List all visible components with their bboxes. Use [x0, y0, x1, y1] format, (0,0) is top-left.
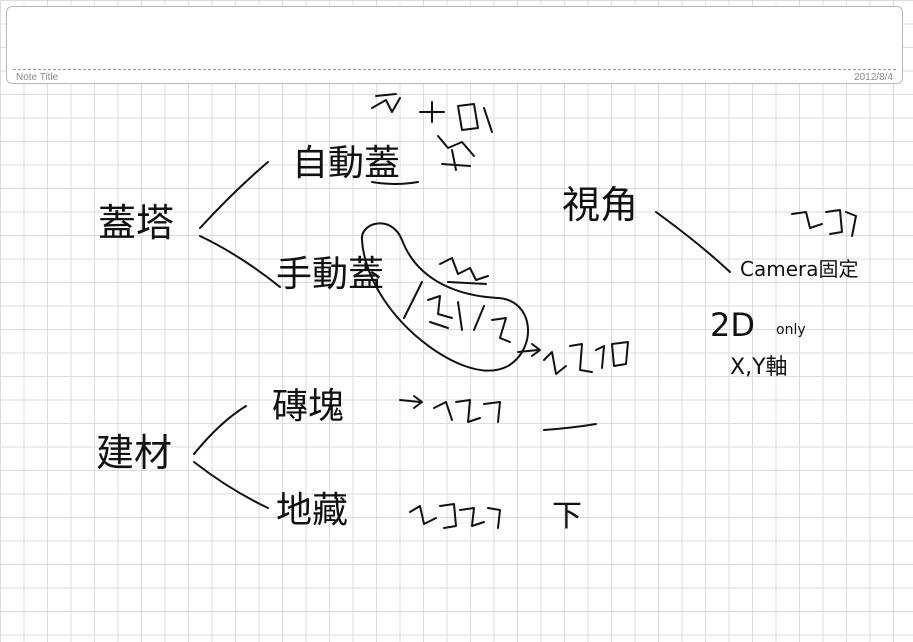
stroke-material-to-brick	[193, 405, 247, 455]
stroke-loop-arrow	[517, 349, 539, 353]
hw-loop-note-scribble	[543, 341, 629, 375]
hw-brick: 磚塊	[272, 386, 344, 427]
stroke-auto-underline	[371, 181, 419, 185]
stroke-tower-to-manual	[199, 235, 281, 288]
hw-perspective: 視角	[562, 183, 638, 227]
hw-upside-down-scribble	[371, 93, 493, 171]
title-divider	[13, 69, 896, 70]
note-title-box: Note Title 2012/8/4	[6, 6, 903, 84]
hw-xy-axis: X,Y軸	[730, 355, 788, 380]
hw-auto-build: 自動蓋	[292, 143, 400, 184]
stroke-tower-to-auto	[199, 161, 269, 229]
stroke-selection-loop	[360, 222, 530, 372]
stroke-dash-right	[543, 423, 597, 431]
hw-manual-build: 手動蓋	[276, 254, 384, 295]
stroke-brick-arrow	[399, 399, 421, 403]
hw-material: 建材	[96, 431, 172, 475]
stroke-brick-arrowhead	[413, 395, 423, 409]
hw-down: 下	[552, 499, 582, 534]
hw-2d: 2D	[710, 306, 755, 344]
hw-loop-scribble	[427, 257, 511, 343]
stroke-material-to-underground	[193, 461, 269, 509]
note-date: 2012/8/4	[854, 72, 893, 83]
hw-camera-note-scribble	[791, 209, 857, 237]
hw-brick-note-scribble	[433, 399, 501, 423]
stroke-loop-divider-2	[473, 305, 485, 331]
hw-underground-note-scribble	[409, 503, 501, 529]
hw-only: only	[776, 322, 806, 338]
note-title-label: Note Title	[16, 72, 59, 83]
hw-tower: 蓋塔	[98, 201, 174, 245]
note-title-input[interactable]	[15, 15, 897, 67]
stroke-loop-divider-1	[403, 281, 423, 319]
stroke-loop-arrowhead	[531, 343, 541, 357]
hw-underground: 地藏	[276, 490, 348, 531]
stroke-perspective-to-camera	[655, 211, 731, 273]
hw-camera-fixed: Camera固定	[740, 257, 859, 281]
